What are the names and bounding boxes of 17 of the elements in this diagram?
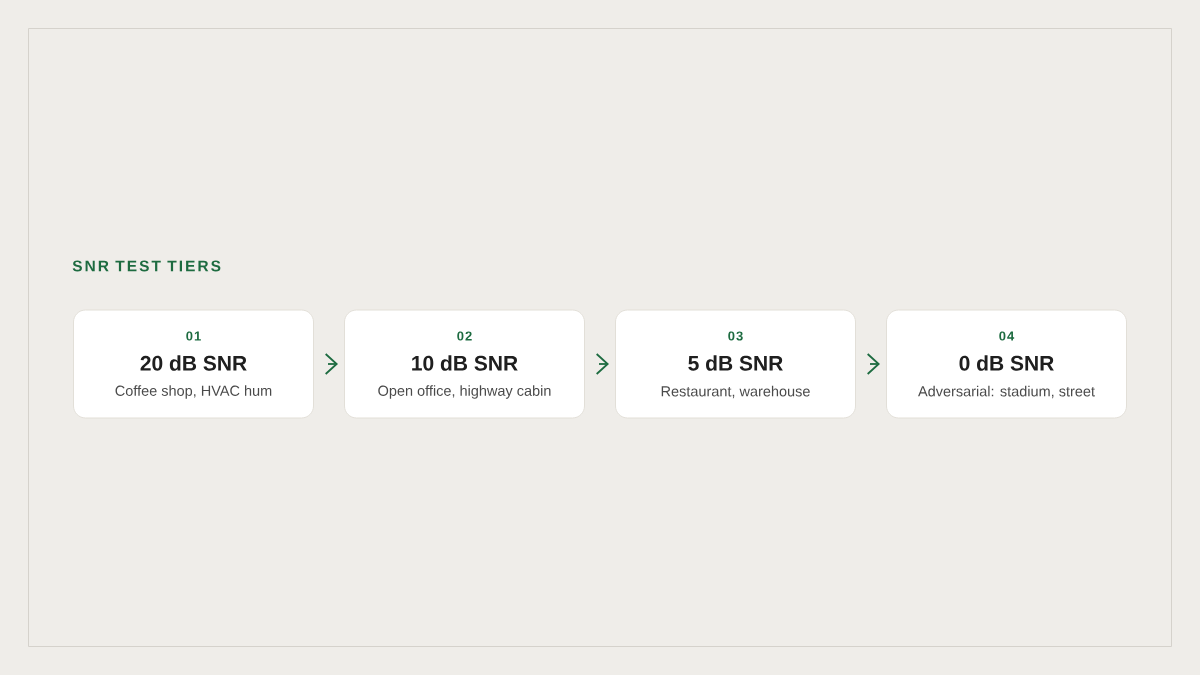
tier-description: Adversarial: stadium, street <box>918 385 1095 399</box>
title: SNR TEST TIERS <box>72 260 221 272</box>
step-number: 01 <box>186 331 201 341</box>
tier-card <box>344 309 585 419</box>
step-number: 04 <box>999 331 1015 341</box>
step-number: 02 <box>457 331 472 341</box>
tier-card <box>73 309 314 419</box>
step-number: 03 <box>728 331 743 341</box>
tier-heading: 5 dB SNR <box>688 355 783 371</box>
tier-heading: 0 dB SNR <box>959 355 1054 371</box>
tier-description: Coffee shop, HVAC hum <box>115 385 272 399</box>
tier-heading: 10 dB SNR <box>412 355 518 371</box>
tier-heading: 20 dB SNR <box>140 355 247 371</box>
tier-description: Open office, highway cabin <box>378 385 551 399</box>
tier-description: Restaurant, warehouse <box>661 385 810 399</box>
tier-card <box>886 309 1127 419</box>
tier-card <box>615 309 856 419</box>
